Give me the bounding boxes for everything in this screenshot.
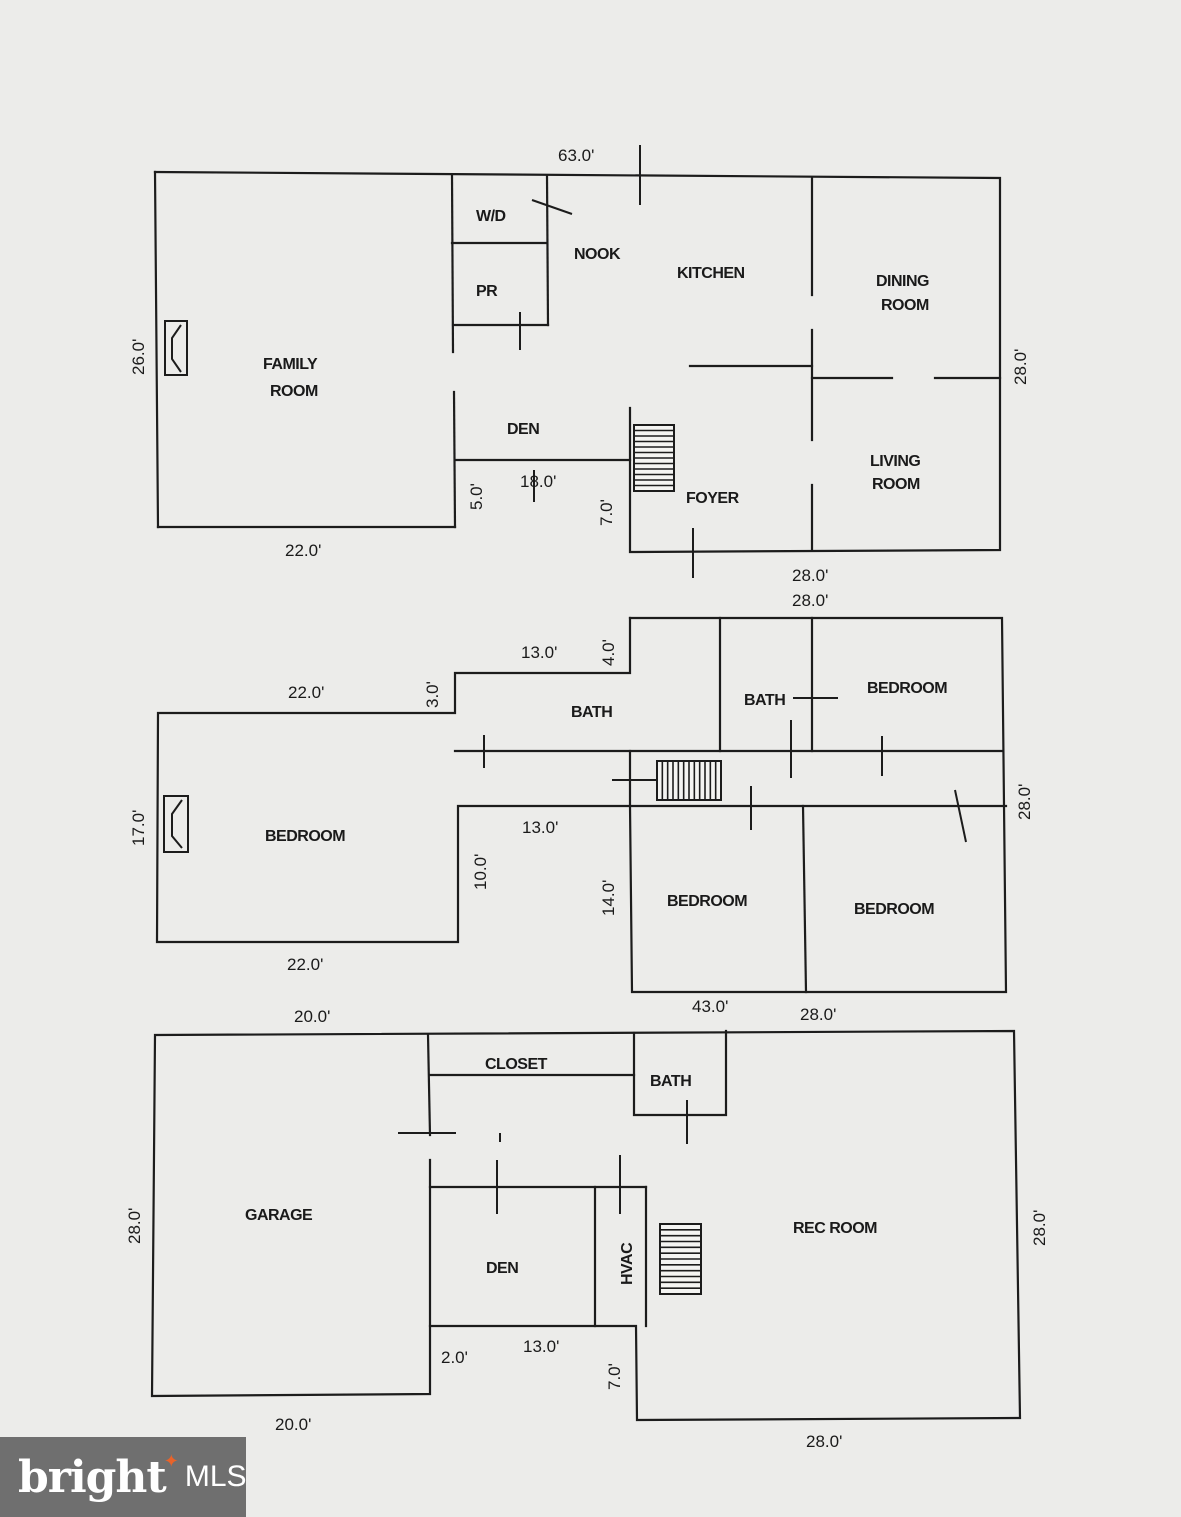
dim-floor2-top-right: 28.0' bbox=[792, 591, 828, 610]
dim-floor3-right-height: 28.0' bbox=[1030, 1210, 1049, 1246]
floor-2: BATH BATH BEDROOM BEDROOM BEDROOM BEDROO… bbox=[129, 591, 1034, 1024]
watermark-star-icon: ✦ bbox=[163, 1450, 179, 1471]
floor-3-door-ticks bbox=[398, 1100, 688, 1214]
floor-1-door-ticks bbox=[519, 145, 694, 578]
floor-1-walls bbox=[153, 170, 1002, 554]
dim-floor2-total-bottom: 43.0' bbox=[692, 997, 728, 1016]
dim-floor3-den-width: 13.0' bbox=[523, 1337, 559, 1356]
dim-floor2-mid-depth: 10.0' bbox=[471, 854, 490, 890]
room-label-bedroom-w: BEDROOM bbox=[265, 828, 345, 845]
dim-floor1-top: 63.0' bbox=[558, 146, 594, 165]
dim-floor1-den-depth: 5.0' bbox=[467, 483, 486, 510]
dim-floor1-right: 28.0' bbox=[1011, 349, 1030, 385]
room-label-hvac: HVAC bbox=[619, 1242, 636, 1285]
room-label-garage: GARAGE bbox=[245, 1207, 313, 1224]
room-label-pr: PR bbox=[476, 283, 498, 300]
floor-3-walls bbox=[150, 1029, 1022, 1422]
room-label-bedroom-s2: BEDROOM bbox=[854, 901, 934, 918]
room-label-bath-upper-left: BATH bbox=[571, 704, 612, 721]
room-label-wd: W/D bbox=[476, 208, 506, 225]
dim-floor3-left-height: 28.0' bbox=[125, 1208, 144, 1244]
dim-floor2-mid-width: 13.0' bbox=[522, 818, 558, 837]
room-label-closet: CLOSET bbox=[485, 1056, 548, 1073]
room-label-family-line1: FAMILY bbox=[263, 356, 318, 373]
dim-floor3-top-left: 20.0' bbox=[294, 1007, 330, 1026]
dim-floor2-left-height: 17.0' bbox=[129, 810, 148, 846]
dim-floor3-step: 7.0' bbox=[605, 1363, 624, 1390]
stairs-floor-1 bbox=[633, 424, 675, 492]
floor-2-door-ticks bbox=[483, 697, 967, 843]
dim-floor1-foyer-depth: 7.0' bbox=[597, 499, 616, 526]
room-label-dining-line1: DINING bbox=[876, 273, 929, 290]
room-label-den-lower: DEN bbox=[486, 1260, 518, 1277]
floor-1: W/D NOOK KITCHEN DINING ROOM PR FAMILY R… bbox=[129, 145, 1030, 585]
watermark-brand: bright bbox=[18, 1451, 167, 1503]
dim-floor2-right-bottom: 28.0' bbox=[800, 1005, 836, 1024]
room-label-foyer: FOYER bbox=[686, 490, 740, 507]
fireplace-family-room bbox=[164, 320, 188, 376]
room-label-bedroom-ne: BEDROOM bbox=[867, 680, 947, 697]
room-label-living-line1: LIVING bbox=[870, 453, 920, 470]
dim-floor1-family-width: 22.0' bbox=[285, 541, 321, 560]
bright-mls-watermark: bright ✦ MLS bbox=[0, 1437, 247, 1517]
room-label-bath-lower: BATH bbox=[650, 1073, 691, 1090]
room-label-bath-upper-right: BATH bbox=[744, 692, 785, 709]
dim-floor2-top-mid: 13.0' bbox=[521, 643, 557, 662]
stairs-floor-2 bbox=[656, 760, 722, 801]
dim-floor3-bottom-right: 28.0' bbox=[806, 1432, 842, 1451]
floor-2-walls bbox=[155, 616, 1008, 994]
room-label-kitchen: KITCHEN bbox=[677, 265, 745, 282]
dim-floor3-gap: 2.0' bbox=[441, 1348, 468, 1367]
fireplace-bedroom bbox=[163, 795, 189, 853]
floor-3: CLOSET BATH GARAGE DEN HVAC REC ROOM 20.… bbox=[125, 1007, 1049, 1451]
stairs-floor-3 bbox=[659, 1223, 702, 1295]
room-label-den: DEN bbox=[507, 421, 539, 438]
dim-floor2-right-height: 28.0' bbox=[1015, 784, 1034, 820]
dim-floor1-bottom-right: 28.0' bbox=[792, 566, 828, 585]
dim-floor2-bedroom-depth: 14.0' bbox=[599, 880, 618, 916]
room-label-family-line2: ROOM bbox=[270, 383, 318, 400]
room-label-rec-room: REC ROOM bbox=[793, 1220, 877, 1237]
dim-floor1-den-width: 18.0' bbox=[520, 472, 556, 491]
dim-floor3-bottom-left: 20.0' bbox=[275, 1415, 311, 1434]
dim-floor2-left-bottom: 22.0' bbox=[287, 955, 323, 974]
room-label-nook: NOOK bbox=[574, 246, 621, 263]
dim-floor2-left-top: 22.0' bbox=[288, 683, 324, 702]
dim-floor1-left: 26.0' bbox=[129, 339, 148, 375]
room-label-living-line2: ROOM bbox=[872, 476, 920, 493]
room-label-bedroom-s1: BEDROOM bbox=[667, 893, 747, 910]
room-label-dining-line2: ROOM bbox=[881, 297, 929, 314]
dim-floor2-step-up: 4.0' bbox=[599, 639, 618, 666]
watermark-mls: MLS bbox=[184, 1460, 247, 1493]
dim-floor2-step-left: 3.0' bbox=[423, 681, 442, 708]
